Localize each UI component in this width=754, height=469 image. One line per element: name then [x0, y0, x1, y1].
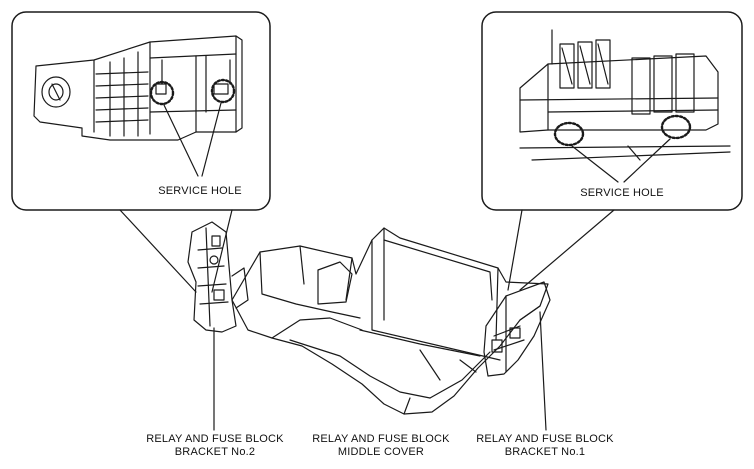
- left-callout-box: [11, 11, 271, 211]
- right-callout-box: [481, 11, 743, 211]
- middle-cover-label-line2: MIDDLE COVER: [337, 446, 425, 458]
- right-callout-leader: [507, 209, 615, 291]
- bracket-no2-drawing: [187, 221, 249, 333]
- bracket-no1-detail: [519, 29, 731, 183]
- bracket-no1-drawing: [483, 281, 551, 377]
- bracket-no1-label-line1: RELAY AND FUSE BLOCK: [476, 433, 614, 445]
- label-leaders: [213, 311, 547, 431]
- middle-cover-label-line1: RELAY AND FUSE BLOCK: [312, 433, 450, 445]
- bracket-no1-label: RELAY AND FUSE BLOCK BRACKET No.1: [460, 433, 630, 459]
- middle-cover-label: RELAY AND FUSE BLOCK MIDDLE COVER: [296, 433, 466, 459]
- bracket-no2-detail: [33, 35, 243, 177]
- bracket-no2-label-line1: RELAY AND FUSE BLOCK: [146, 433, 284, 445]
- bracket-no2-label-line2: BRACKET No.2: [174, 446, 256, 458]
- middle-cover-drawing: [231, 227, 549, 415]
- left-service-hole-label: SERVICE HOLE: [158, 185, 242, 197]
- right-service-hole-label: SERVICE HOLE: [580, 187, 664, 199]
- left-callout-leader: [119, 209, 233, 293]
- bracket-no2-label: RELAY AND FUSE BLOCK BRACKET No.2: [130, 433, 300, 459]
- bracket-no1-label-line2: BRACKET No.1: [504, 446, 586, 458]
